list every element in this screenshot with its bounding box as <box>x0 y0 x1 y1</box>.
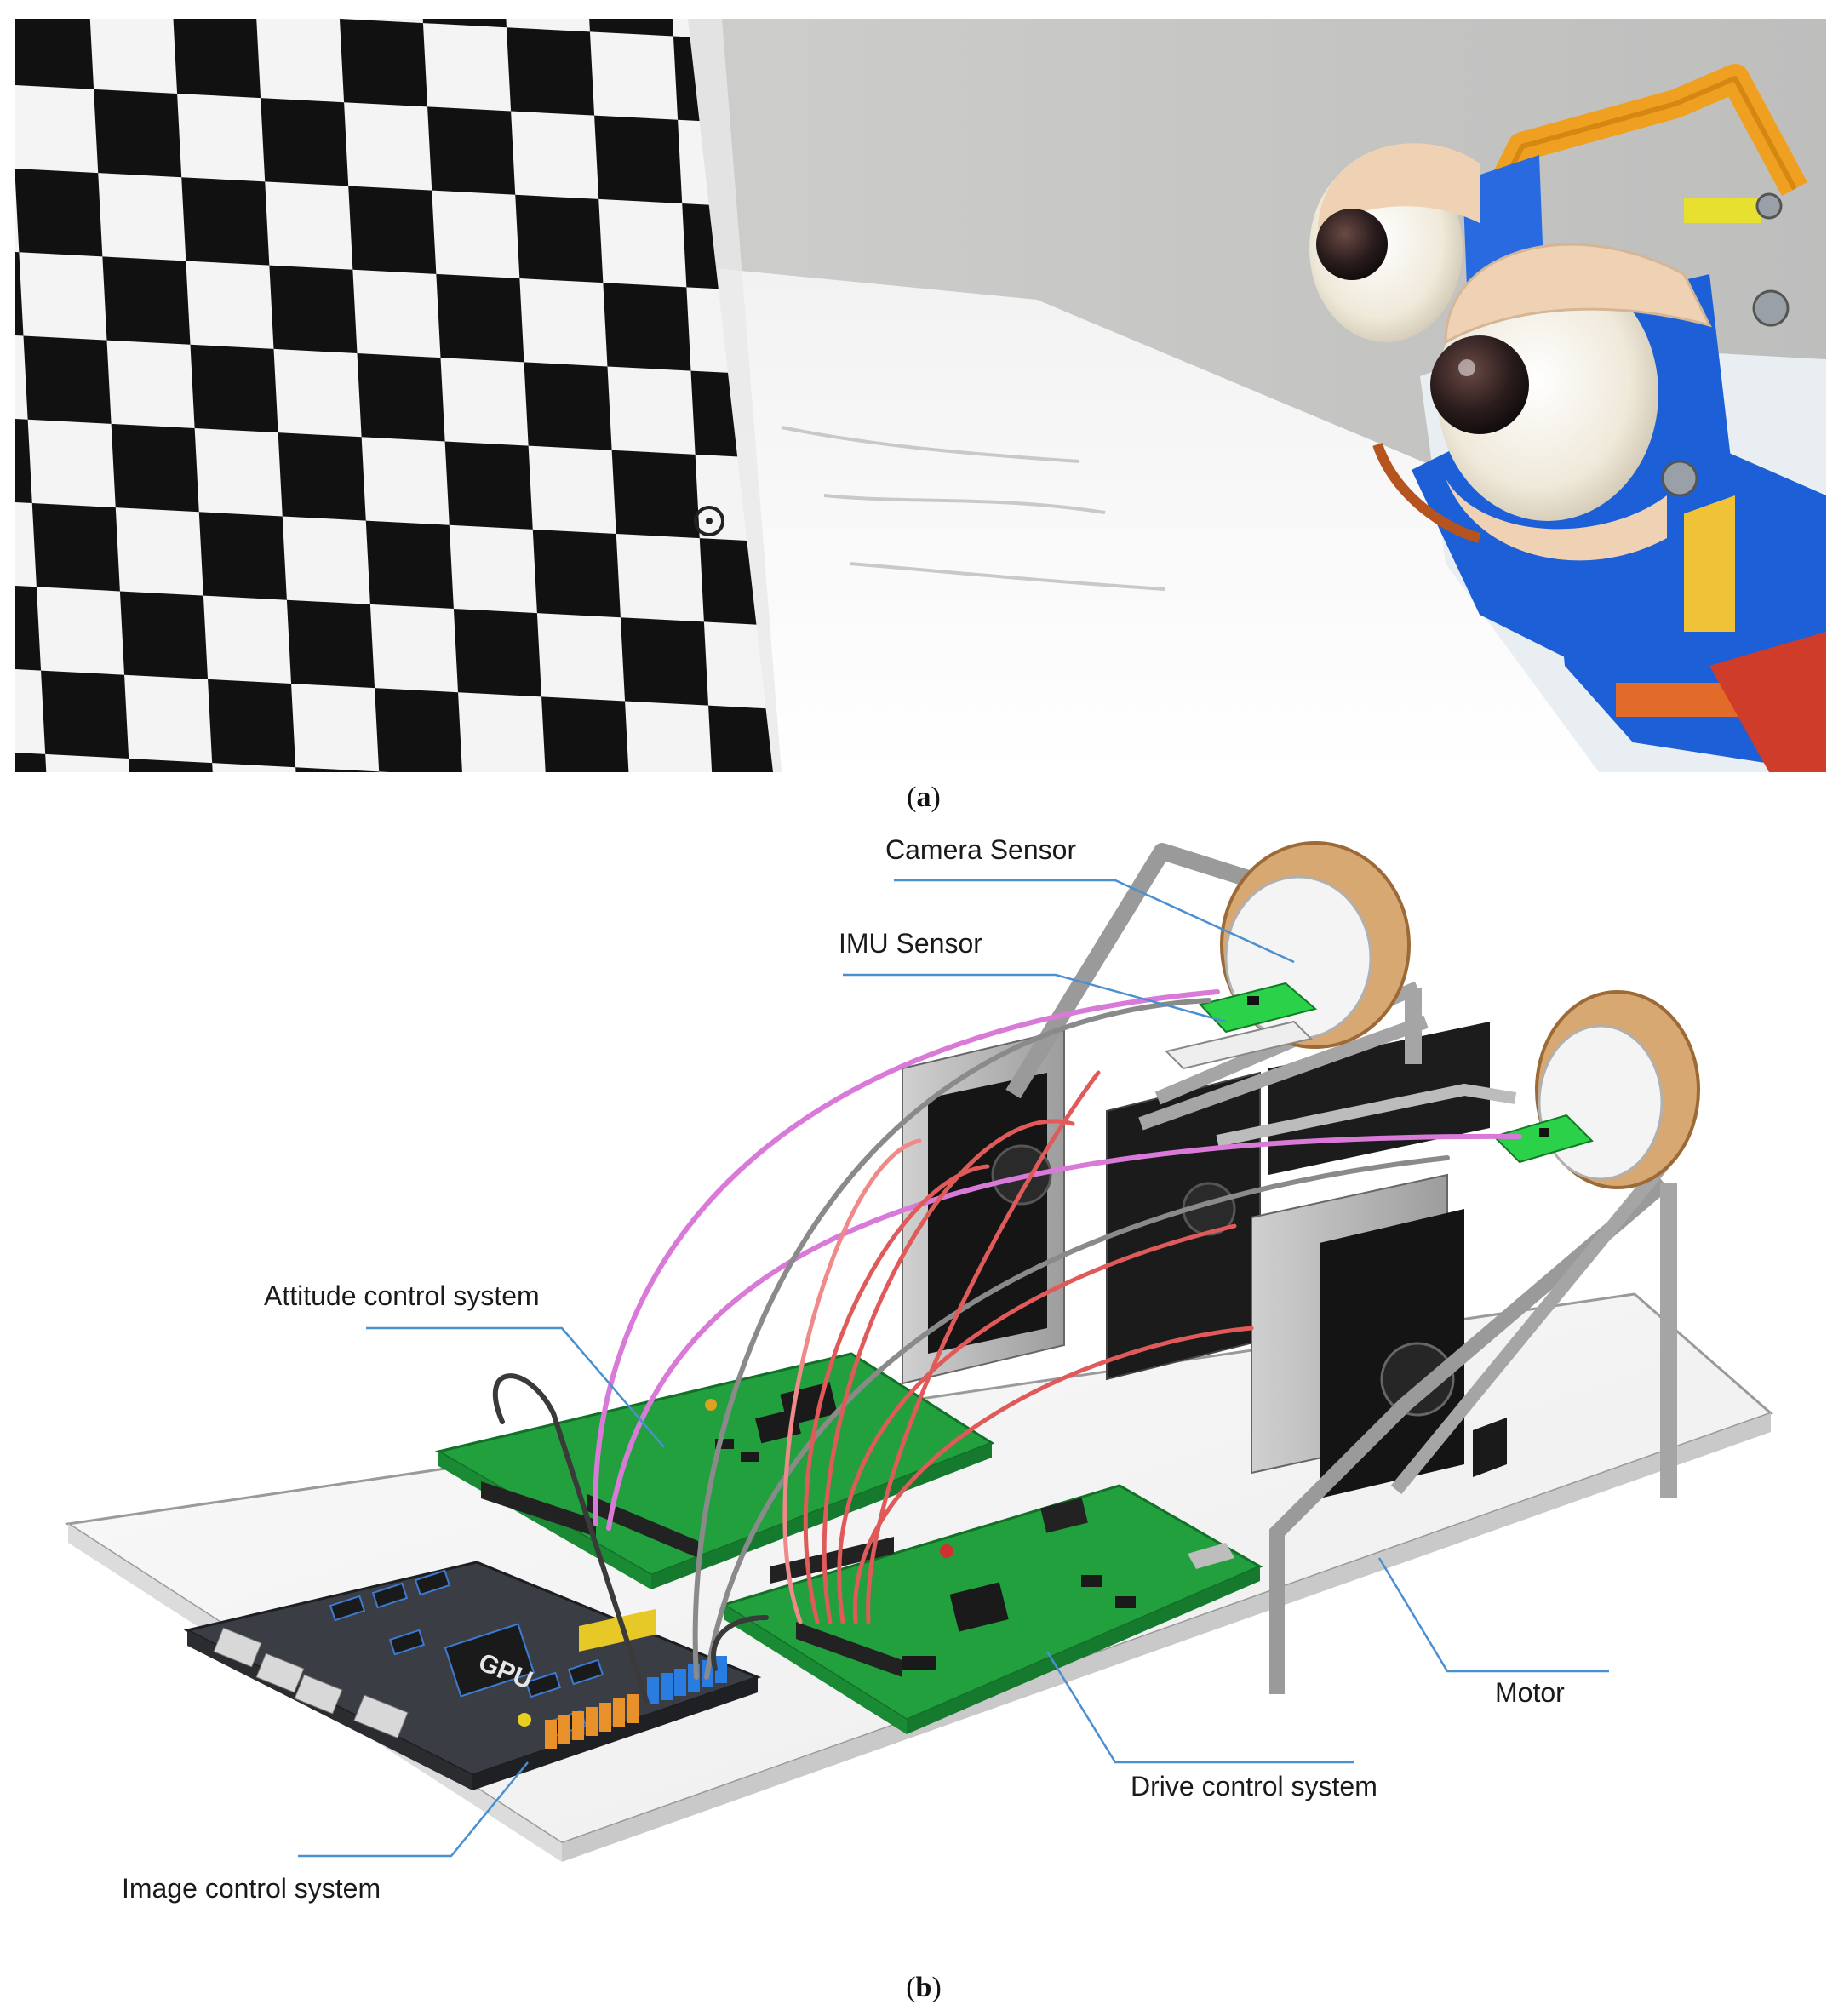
marble-veins <box>781 426 1165 591</box>
imu-sensor-left <box>1199 982 1318 1034</box>
image-control-board: GPU <box>183 1561 762 1790</box>
leader-lines <box>298 879 1609 1858</box>
calibration-target-icon <box>694 506 724 536</box>
label-attitude-control: Attitude control system <box>264 1280 540 1311</box>
imu-sensor-leader <box>843 973 1227 1023</box>
camera-sensor-leader <box>894 879 1295 964</box>
label-motor: Motor <box>1495 1677 1565 1708</box>
wiring <box>492 989 1522 1705</box>
diagram-panel-b: GPU <box>0 817 1844 1967</box>
caption-b: (b) <box>906 1972 942 2003</box>
robot-eye-photo <box>15 19 1826 772</box>
label-image-control: Image control system <box>122 1873 381 1904</box>
motor-leader <box>1377 1557 1609 1673</box>
image-leader <box>298 1761 529 1858</box>
attitude-leader <box>366 1326 665 1448</box>
robot-head <box>1309 64 1826 772</box>
label-camera-sensor: Camera Sensor <box>885 834 1077 865</box>
label-imu-sensor: IMU Sensor <box>839 928 982 959</box>
system-diagram: GPU <box>64 841 1773 1862</box>
drive-control-board <box>720 1484 1263 1734</box>
acrylic-edge <box>688 19 782 772</box>
drive-leader <box>1045 1651 1354 1764</box>
checkerboard <box>15 19 773 772</box>
imu-sensor-right <box>1492 1114 1594 1164</box>
label-drive-control: Drive control system <box>1131 1771 1377 1801</box>
eye-mechanism <box>1005 841 1700 1694</box>
caption-a: (a) <box>907 782 941 813</box>
photo-panel-a <box>15 19 1826 772</box>
